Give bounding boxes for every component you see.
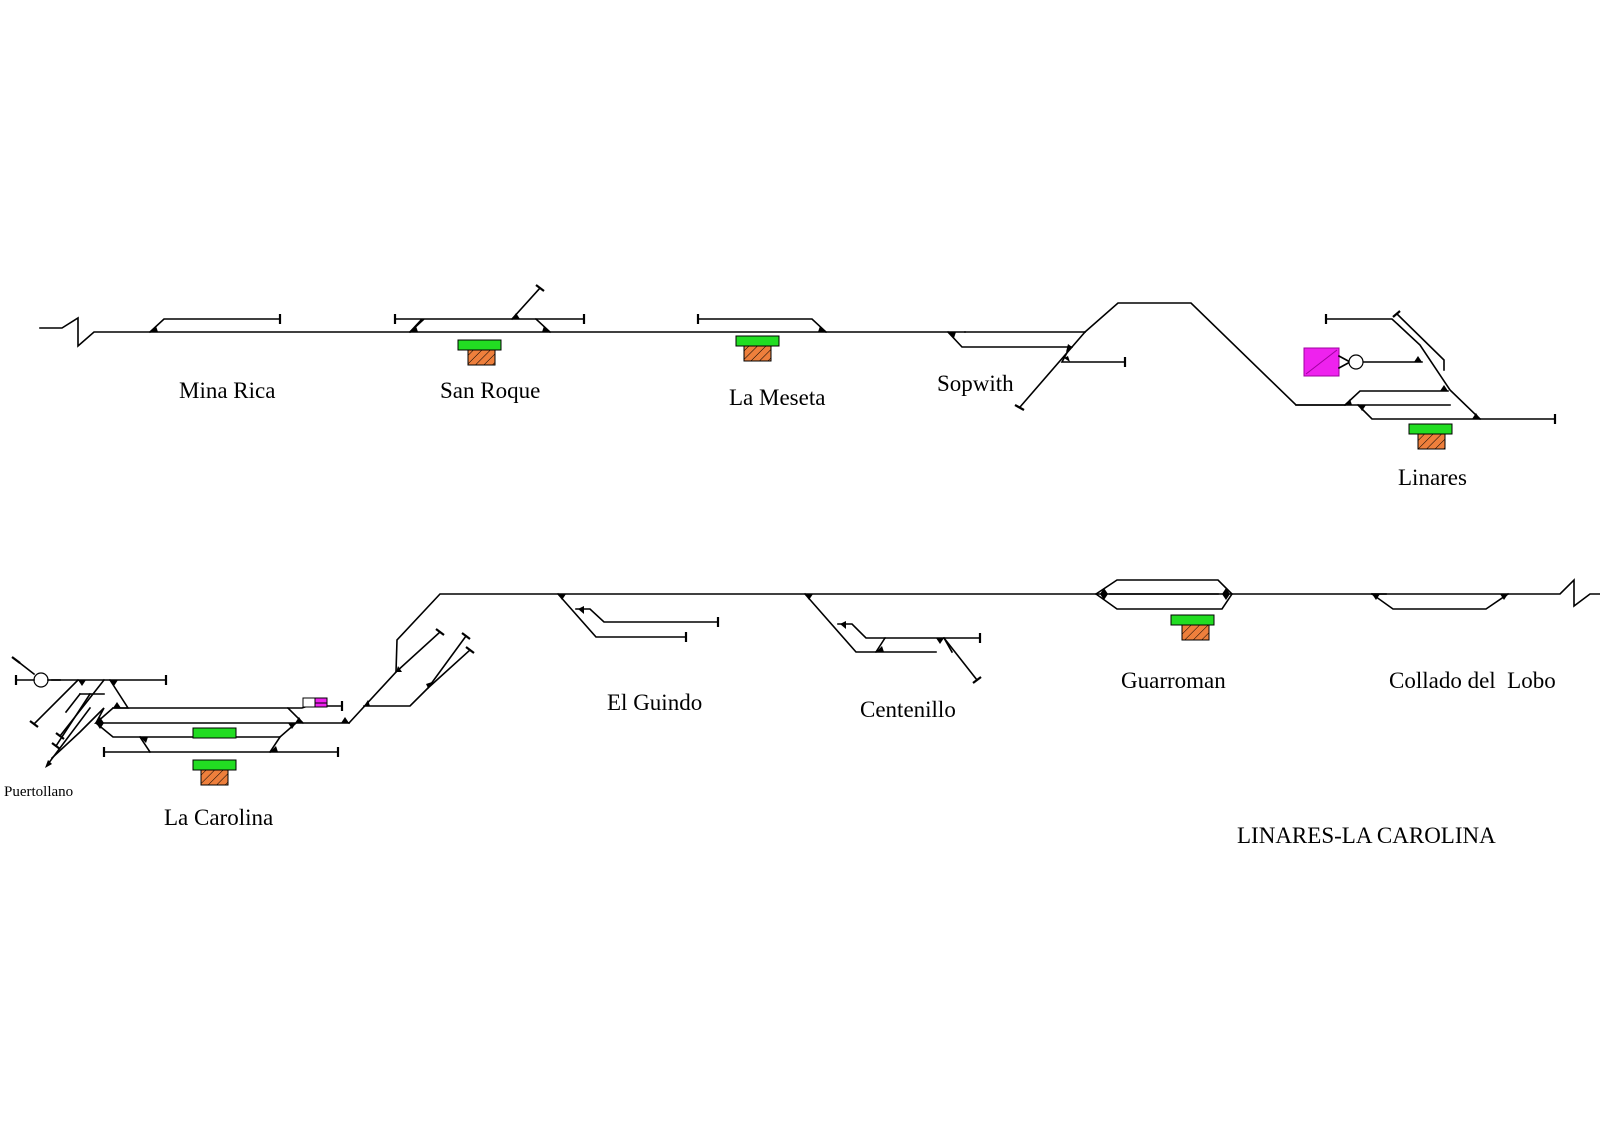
platform-icon [457,339,502,351]
station-label-centenillo: Centenillo [860,697,956,722]
station-label-la-meseta: La Meseta [729,385,825,410]
la-carolina-track [11,656,350,786]
station-label-mina-rica: Mina Rica [179,378,275,403]
station-building-icon [1417,433,1446,450]
line-break-icon [1568,578,1569,579]
la-carolina-junction-track [363,628,475,707]
platform-icon [1170,614,1215,626]
upper-line [39,284,1557,450]
lower-line [11,578,1600,786]
linares-track [1295,310,1557,450]
mina-rica-track [148,314,282,334]
station-label-el-guindo: El Guindo [607,690,702,715]
line-break-icon [39,316,966,348]
station-label-collado-del-lobo: Collado del Lobo [1389,668,1556,693]
collado-del-lobo-track [1370,592,1510,610]
platform-icon [192,727,237,739]
station-building-icon [467,349,496,366]
station-building-icon [1181,624,1210,641]
station-building-icon [743,345,772,362]
platform-icon [1408,423,1453,435]
el-guindo-track [556,592,720,642]
turntable-icon [1348,354,1364,370]
platform-icon [192,759,237,771]
station-label-la-carolina: La Carolina [164,805,273,830]
branch-label-puertollano: Puertollano [4,784,73,800]
engine-shed-diagonal [1305,349,1338,375]
station-building-icon [200,769,229,786]
san-roque-track [393,284,586,366]
la-meseta-track [696,314,828,362]
station-label-linares: Linares [1398,465,1467,490]
station-label-guarroman: Guarroman [1121,668,1226,693]
station-label-san-roque: San Roque [440,378,540,403]
guarroman-track [1094,579,1234,641]
diagram-title: LINARES-LA CAROLINA [1237,823,1496,848]
platform-icon [735,335,780,347]
station-label-sopwith: Sopwith [937,371,1014,396]
centenillo-track [803,592,982,684]
turntable-icon [33,672,49,688]
depot-icon [302,697,316,708]
